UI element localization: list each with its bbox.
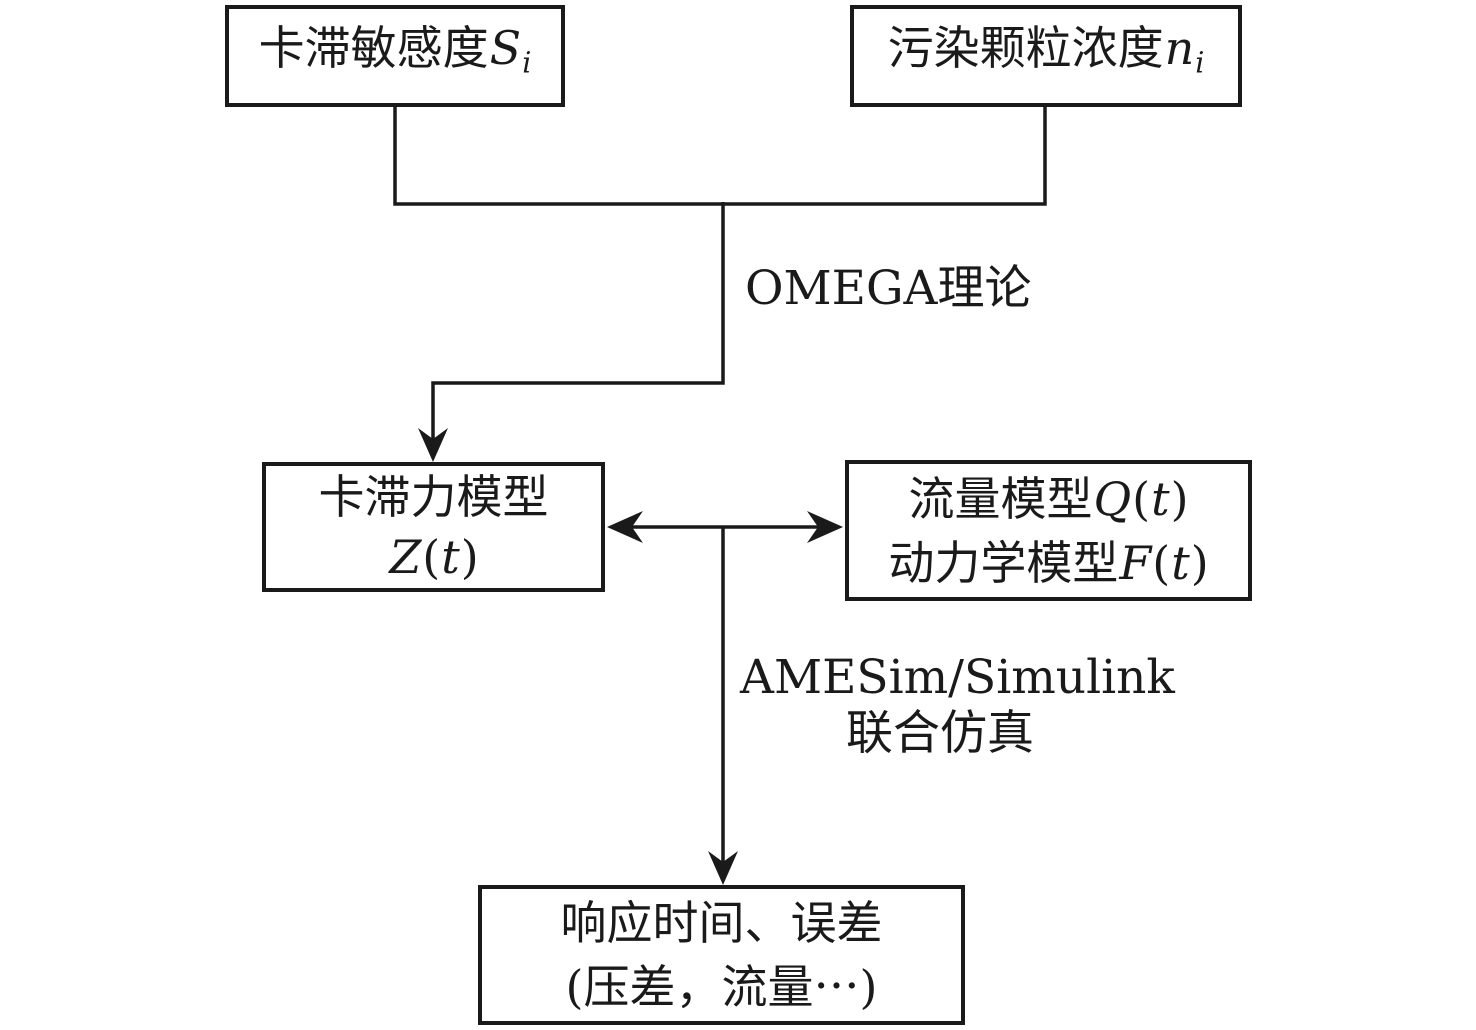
arrowhead-down-icon (418, 428, 448, 462)
box-text: 污染颗粒浓度 (887, 21, 1164, 76)
omega-connector-line (431, 202, 725, 440)
box-line: 污染颗粒浓度ni (888, 17, 1205, 95)
box-line: 流量模型Q(t) (908, 467, 1188, 531)
variable-t: t (1171, 535, 1190, 590)
box-line: Z(t) (388, 527, 478, 587)
paren: ( (1152, 535, 1171, 590)
box-stick-sensitivity: 卡滞敏感度Si (225, 5, 565, 107)
paren: ) (460, 530, 479, 584)
variable-s: S (489, 21, 522, 76)
paren: ) (1170, 471, 1189, 526)
variable-q: Q (1093, 471, 1132, 526)
box-line: 响应时间、误差 (560, 896, 883, 950)
label-omega-theory: OMEGA理论 (745, 261, 1032, 316)
paren: ) (1190, 535, 1209, 590)
subscript-i: i (1195, 46, 1205, 80)
label-cosimulation: AMESim/Simulink 联合仿真 (740, 650, 1175, 762)
paren: ( (422, 530, 441, 584)
box-line: 卡滞敏感度Si (259, 17, 532, 95)
paren: ( (1132, 471, 1151, 526)
label-cosimulation-line2: 联合仿真 (846, 706, 1034, 761)
box-particle-concentration: 污染颗粒浓度ni (850, 5, 1242, 107)
box-stick-force-model: 卡滞力模型 Z(t) (262, 462, 605, 592)
box-text: 流量模型 (908, 471, 1093, 526)
box-text: 动力学模型 (888, 535, 1119, 590)
subscript-i: i (522, 46, 532, 80)
arrowhead-right-icon (807, 511, 843, 543)
box-line: 卡滞力模型 (318, 470, 549, 524)
variable-t: t (1151, 471, 1170, 526)
box-line: (压差，流量⋯) (565, 960, 878, 1014)
box-line: 动力学模型F(t) (888, 531, 1208, 595)
box-flow-dynamics-model: 流量模型Q(t) 动力学模型F(t) (845, 460, 1252, 601)
arrowhead-down-icon (708, 851, 738, 885)
variable-f: F (1119, 535, 1152, 590)
merge-connector-line (393, 107, 1047, 206)
box-text: 卡滞敏感度 (258, 21, 489, 76)
box-output: 响应时间、误差 (压差，流量⋯) (478, 885, 965, 1025)
variable-t: t (441, 530, 460, 584)
arrowhead-left-icon (607, 511, 643, 543)
variable-z: Z (389, 530, 422, 584)
variable-n: n (1164, 21, 1195, 76)
label-cosimulation-line1: AMESim/Simulink (740, 650, 1175, 705)
